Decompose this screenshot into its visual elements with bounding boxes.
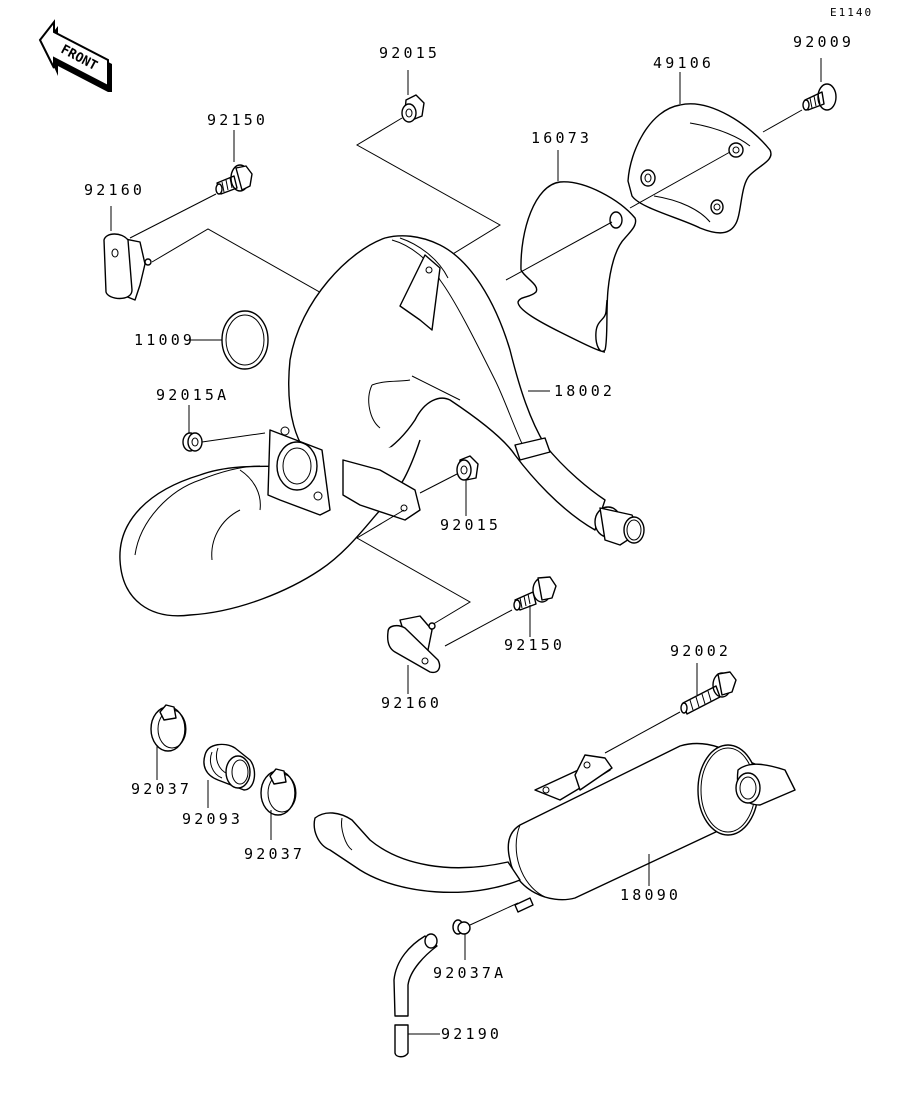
part-92160-plate-bottom[interactable] [386, 615, 441, 674]
label-18002[interactable]: 18002 [554, 382, 615, 400]
part-16073-shield-plate[interactable] [517, 181, 637, 353]
label-92190[interactable]: 92190 [441, 1025, 502, 1043]
part-92190-hose[interactable] [393, 933, 438, 1058]
part-92037-clamp-left[interactable] [150, 704, 187, 752]
label-92009[interactable]: 92009 [793, 33, 854, 51]
part-92150-bolt-bottom[interactable] [513, 576, 557, 611]
label-92160-bottom[interactable]: 92160 [381, 694, 442, 712]
label-92150-top[interactable]: 92150 [207, 111, 268, 129]
part-92002-bolt[interactable] [680, 671, 737, 715]
part-92093-hose-joint[interactable] [203, 743, 256, 791]
part-92160-plate-top[interactable] [103, 233, 152, 301]
part-92150-bolt-top[interactable] [215, 164, 253, 195]
label-16073[interactable]: 16073 [531, 129, 592, 147]
label-92037-left[interactable]: 92037 [131, 780, 192, 798]
part-92015-nut-mid[interactable] [456, 455, 479, 481]
label-92002[interactable]: 92002 [670, 642, 731, 660]
part-92015A-nut[interactable] [182, 432, 203, 452]
label-92015-mid[interactable]: 92015 [440, 516, 501, 534]
label-92037-right[interactable]: 92037 [244, 845, 305, 863]
label-92015-top[interactable]: 92015 [379, 44, 440, 62]
front-arrow-icon: FRONT [38, 19, 112, 92]
label-18090[interactable]: 18090 [620, 886, 681, 904]
part-18002-chamber-lower[interactable] [119, 426, 421, 617]
diagram-code: E1140 [830, 6, 873, 19]
label-92150-bottom[interactable]: 92150 [504, 636, 565, 654]
label-92037A[interactable]: 92037A [433, 964, 506, 982]
part-92009-bolt[interactable] [802, 83, 837, 111]
label-49106[interactable]: 49106 [653, 54, 714, 72]
label-92015A[interactable]: 92015A [156, 386, 229, 404]
part-11009-gasket[interactable] [221, 310, 269, 370]
part-92037-clamp-right[interactable] [260, 768, 297, 816]
part-49106-heat-guard[interactable] [627, 103, 772, 234]
part-92015-nut-top[interactable] [401, 94, 425, 123]
part-18090-silencer[interactable] [313, 742, 796, 913]
label-11009[interactable]: 11009 [134, 331, 195, 349]
label-92160-top[interactable]: 92160 [84, 181, 145, 199]
label-92093[interactable]: 92093 [182, 810, 243, 828]
part-92037A-clip[interactable] [452, 919, 471, 935]
